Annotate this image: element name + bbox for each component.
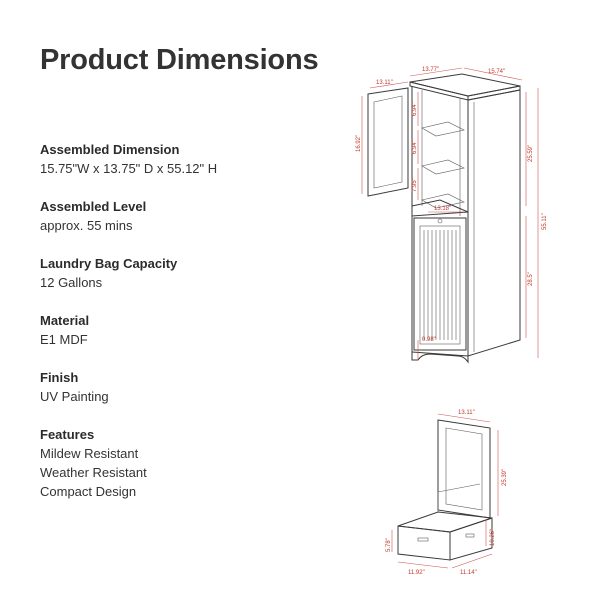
spec-value: approx. 55 mins [40, 218, 133, 233]
dim-upper-height: 25.59" [528, 145, 534, 162]
spec-material: Material E1 MDF [40, 311, 340, 349]
dim-bottom-depth: 11.92" [408, 570, 425, 576]
spec-label: Laundry Bag Capacity [40, 256, 178, 271]
dimension-drawing: 13.77" 15.74" 13.11" 16.92" 6.94" 6.94" … [356, 67, 548, 576]
spec-assembled-dimension: Assembled Dimension 15.75"W x 13.75" D x… [40, 140, 340, 178]
dim-top-width: 15.74" [488, 69, 505, 75]
spec-list: Assembled Dimension 15.75"W x 13.75" D x… [40, 140, 340, 520]
dim-bin-height: 10.26" [490, 529, 496, 546]
dim-foot-height: 0.98" [422, 337, 436, 343]
cabinet-drawing: 13.77" 15.74" 13.11" 16.92" 6.94" 6.94" … [356, 67, 548, 364]
spec-value: 12 Gallons [40, 275, 103, 290]
dim-top-depth: 13.77" [422, 67, 439, 73]
hamper-drawing: 13.11" 25.39" 10.26" 5.78" 11.92" 11.14" [386, 410, 508, 576]
spec-value: Weather Resistant [40, 465, 147, 480]
dim-shelf-gap-2: 6.94" [412, 140, 418, 154]
page-title: Product Dimensions [40, 44, 319, 76]
dim-door-width: 13.11" [376, 80, 393, 86]
dim-shelf-gap-3: 7.95" [412, 178, 418, 192]
spec-label: Assembled Dimension [40, 142, 180, 157]
dim-shelf-gap-1: 6.94" [412, 102, 418, 116]
dim-bottom-width: 11.14" [460, 570, 477, 576]
spec-value: Mildew Resistant [40, 446, 139, 461]
dim-front-height: 5.78" [386, 538, 392, 552]
spec-label: Material [40, 313, 90, 328]
spec-laundry-bag-capacity: Laundry Bag Capacity 12 Gallons [40, 254, 340, 292]
dim-total-height: 55.11" [542, 213, 548, 230]
dim-mid-width: 13.18" [434, 206, 451, 212]
spec-value: 15.75"W x 13.75" D x 55.12" H [40, 161, 218, 176]
spec-assembled-level: Assembled Level approx. 55 mins [40, 197, 340, 235]
spec-features: Features Mildew Resistant Weather Resist… [40, 425, 340, 501]
spec-value: UV Painting [40, 389, 109, 404]
knob-icon [437, 218, 443, 224]
spec-label: Features [40, 427, 95, 442]
spec-finish: Finish UV Painting [40, 368, 340, 406]
spec-value: Compact Design [40, 484, 137, 499]
spec-label: Assembled Level [40, 199, 147, 214]
spec-value: E1 MDF [40, 332, 88, 347]
dim-hamper-top-width: 13.11" [458, 410, 475, 416]
dim-lower-height: 28.5" [528, 272, 534, 286]
dim-back-height: 25.39" [502, 469, 508, 486]
spec-label: Finish [40, 370, 79, 385]
dim-door-height: 16.92" [356, 135, 362, 152]
